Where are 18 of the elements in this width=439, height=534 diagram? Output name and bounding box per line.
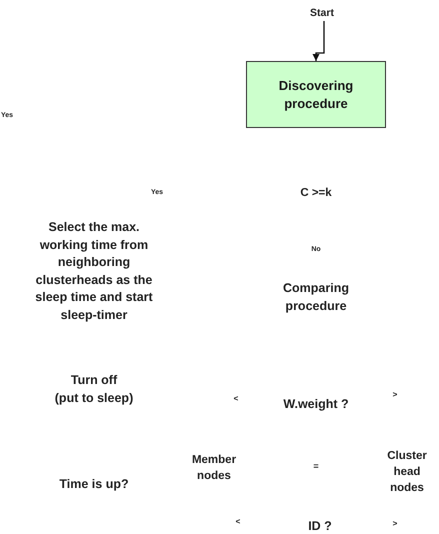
condition-label: Time is up?: [59, 476, 129, 493]
start-label: Start: [310, 6, 334, 21]
branch-label: =: [313, 460, 319, 473]
condition-label: W.weight ?: [283, 396, 349, 413]
outcome-label: Cluster head nodes: [387, 449, 427, 496]
condition-label: C >=k: [300, 186, 332, 201]
step-label: Select the max. working time from neighboring clusterheads as the sleep time and start sleep-timer: [35, 219, 153, 324]
branch-label: <: [236, 516, 240, 528]
arrow: [312, 21, 325, 61]
branch-label: <: [234, 393, 238, 404]
step-label: Comparing procedure: [283, 280, 349, 315]
process-label: Discovering procedure: [278, 76, 354, 112]
branch-label: >: [392, 389, 398, 400]
condition-label: ID ?: [308, 518, 332, 534]
outcome-label: Member nodes: [192, 453, 236, 484]
process-box: [246, 61, 386, 128]
step-label: Turn off (put to sleep): [54, 372, 134, 407]
branch-label: >: [392, 518, 398, 530]
